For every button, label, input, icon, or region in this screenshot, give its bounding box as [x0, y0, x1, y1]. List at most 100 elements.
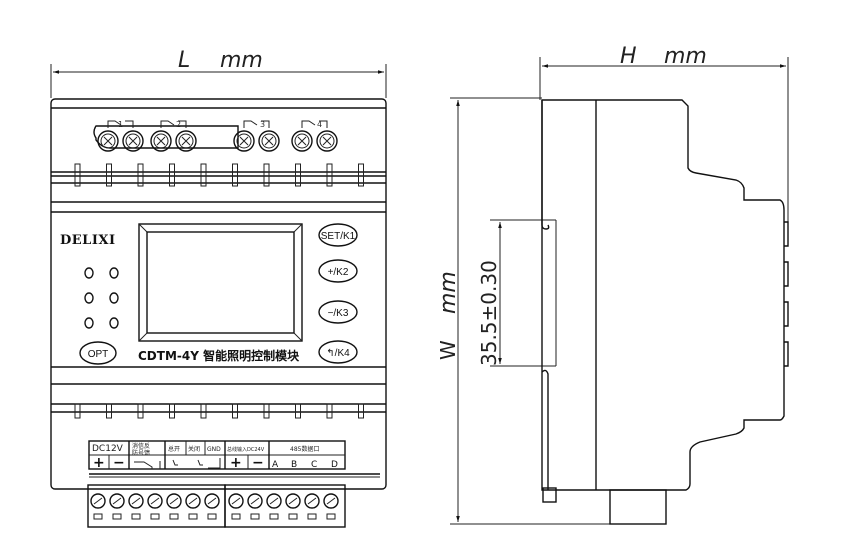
- module-body: [50, 98, 387, 490]
- wire-screw-terminal[interactable]: [166, 493, 182, 520]
- bus-minus-label: −: [252, 455, 264, 471]
- plus-k2-label: +/K2: [328, 267, 349, 278]
- side-button-profile: [784, 261, 789, 287]
- vent-rib: [137, 403, 144, 419]
- dc-minus-label: −: [113, 455, 125, 471]
- status-leds: [84, 267, 119, 329]
- vent-rib: [232, 163, 238, 187]
- wire-screw-terminal[interactable]: [285, 493, 301, 520]
- side-profile-outline: [541, 99, 785, 491]
- plus-k2-button[interactable]: +/K2: [318, 259, 358, 283]
- relay-screw-terminal: [122, 130, 144, 152]
- port-a-label: A: [272, 460, 279, 470]
- relay-terminals: 1 2 3 4: [93, 120, 338, 152]
- relay-screw-terminal: [233, 130, 255, 152]
- height-dimension-label: W: [436, 340, 460, 360]
- rail-dimension-label: 35.5±0.30: [477, 260, 501, 366]
- minus-k3-button[interactable]: −/K3: [318, 300, 358, 324]
- lcd-display: [138, 223, 303, 342]
- vent-rib: [326, 163, 333, 187]
- wire-screw-terminal[interactable]: [109, 493, 125, 520]
- relay-label-1: 1: [118, 120, 123, 129]
- set-k1-label: SET/K1: [321, 231, 356, 242]
- vent-rib: [358, 403, 364, 419]
- wire-screw-terminal[interactable]: [185, 493, 201, 520]
- model-label: CDTM-4Y 智能照明控制模块: [138, 348, 300, 363]
- height-dimension: W mm: [436, 97, 612, 525]
- vent-rib: [232, 403, 238, 419]
- vent-rib: [169, 403, 175, 419]
- dc12v-label: DC12V: [92, 444, 124, 454]
- bottom-terminal-block: [87, 484, 346, 528]
- relay-screw-terminal: [291, 130, 313, 152]
- opt-button[interactable]: OPT: [79, 341, 117, 365]
- port-b-label: B: [291, 460, 297, 470]
- depth-dimension-unit: mm: [664, 44, 707, 69]
- opt-button-label: OPT: [88, 349, 109, 360]
- wire-screw-terminal[interactable]: [228, 493, 244, 520]
- led-indicator: [109, 292, 119, 304]
- vent-rib: [169, 163, 175, 187]
- relay-label-3: 3: [260, 120, 265, 129]
- minus-k3-label: −/K3: [328, 308, 349, 319]
- led-indicator: [109, 317, 119, 329]
- vent-rib: [295, 163, 301, 187]
- side-button-profile: [784, 341, 789, 367]
- vent-rib: [106, 403, 112, 419]
- dc-plus-label: +: [93, 455, 105, 471]
- wire-screw-terminal[interactable]: [147, 493, 163, 520]
- terminal-label-table: DC12V + − 消信反 防号馈 总开 关闭 GND 总线输入DC24V + …: [88, 440, 380, 478]
- wire-screw-terminal[interactable]: [247, 493, 263, 520]
- relay-contact-symbol: [301, 120, 328, 128]
- wire-screw-terminal[interactable]: [128, 493, 144, 520]
- relay-label-2: 2: [176, 120, 181, 129]
- width-dimension: L mm: [50, 48, 387, 98]
- relay-contact-symbol: [107, 120, 134, 128]
- depth-dimension-label: H: [620, 44, 637, 69]
- vent-rib: [200, 163, 207, 187]
- total-switch-label: 总开: [168, 445, 180, 453]
- relay-contact-symbol: [243, 120, 270, 128]
- off-label: 关闭: [188, 445, 200, 453]
- set-k1-button[interactable]: SET/K1: [318, 223, 358, 247]
- wire-screw-terminal[interactable]: [304, 493, 320, 520]
- vent-rib: [200, 403, 207, 419]
- vent-rib: [74, 163, 81, 187]
- width-dimension-unit: mm: [220, 48, 263, 73]
- side-button-profile: [784, 221, 789, 247]
- led-indicator: [84, 317, 94, 329]
- wire-screw-terminal[interactable]: [266, 493, 282, 520]
- relay-screw-terminal: [316, 130, 338, 152]
- vent-rib: [106, 163, 112, 187]
- fire-signal-label-bottom: 防号馈: [132, 449, 150, 457]
- brand-logo: DELIXI: [60, 233, 116, 248]
- wire-screw-terminal[interactable]: [323, 493, 339, 520]
- vent-rib: [358, 163, 364, 187]
- vent-rib: [295, 403, 301, 419]
- relay-screw-terminal: [97, 130, 119, 152]
- gnd-label: GND: [207, 446, 221, 453]
- side-view: H mm W mm 35.5±0.30: [436, 44, 789, 525]
- led-indicator: [84, 267, 94, 279]
- return-k4-label: ↰/K4: [326, 348, 350, 359]
- wire-screw-terminal[interactable]: [90, 493, 106, 520]
- height-dimension-unit: mm: [436, 271, 461, 314]
- relay-label-4: 4: [317, 120, 322, 129]
- rs485-label: 485数据口: [290, 445, 319, 453]
- front-view: L mm 1 2 3 4 DELIXI: [50, 48, 387, 528]
- vent-rib: [137, 163, 144, 187]
- port-c-label: C: [311, 460, 317, 470]
- vent-rib: [74, 403, 81, 419]
- side-button-profile: [784, 301, 789, 327]
- depth-dimension: H mm: [539, 44, 789, 230]
- vent-rib: [263, 403, 270, 419]
- relay-screw-terminal: [150, 130, 172, 152]
- vent-rib: [263, 163, 270, 187]
- return-k4-button[interactable]: ↰/K4: [318, 340, 358, 364]
- bus-input-label: 总线输入DC24V: [227, 446, 265, 453]
- vent-rib: [326, 403, 333, 419]
- wire-screw-terminal[interactable]: [204, 493, 220, 520]
- bus-plus-label: +: [230, 455, 242, 471]
- led-indicator: [84, 292, 94, 304]
